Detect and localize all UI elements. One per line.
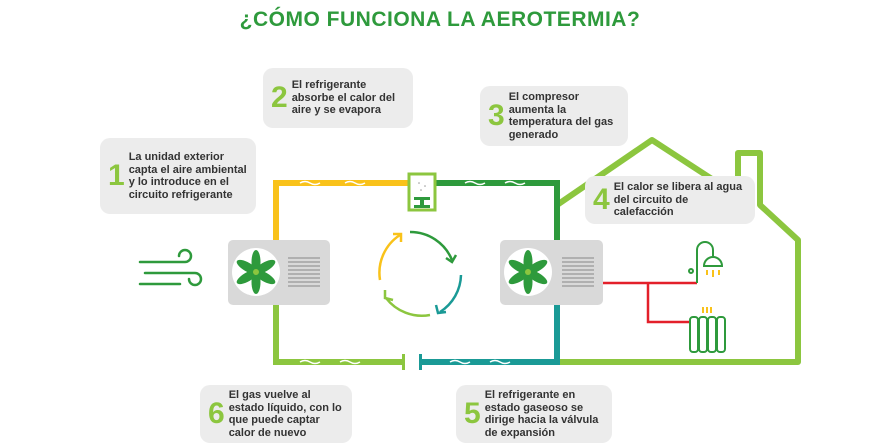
step-number: 4 (593, 183, 610, 216)
step-text: El calor se libera al agua del circuito … (613, 181, 743, 219)
step-5-box: 5 El refrigerante en estado gaseoso se d… (456, 385, 612, 443)
pipe-lime (273, 305, 404, 365)
pipe-green (432, 180, 560, 240)
shower-icon (688, 241, 724, 283)
outdoor-unit (228, 240, 330, 305)
compressor-icon (407, 172, 437, 212)
heating-pipes (603, 281, 697, 324)
step-3-box: 3 El compresor aumenta la temperatura de… (480, 86, 628, 146)
step-text: El refrigerante en estado gaseoso se dir… (484, 389, 599, 439)
step-number: 5 (464, 397, 481, 430)
house-outline (555, 137, 801, 365)
step-text: El refrigerante absorbe el calor del air… (291, 79, 396, 117)
step-4-box: 4 El calor se libera al agua del circuit… (585, 176, 755, 224)
step-text: La unidad exterior capta el aire ambient… (128, 151, 247, 201)
flow-marks (299, 180, 526, 365)
wind-icon (138, 248, 203, 287)
pipe-yellow (273, 180, 412, 240)
indoor-unit (500, 240, 603, 305)
pipe-teal (420, 305, 560, 365)
expansion-valve-icon (402, 354, 422, 370)
step-6-box: 6 El gas vuelve al estado líquido, con l… (200, 385, 352, 443)
step-2-box: 2 El refrigerante absorbe el calor del a… (263, 68, 413, 128)
step-number: 6 (208, 397, 225, 430)
step-number: 1 (108, 159, 125, 192)
step-text: El compresor aumenta la temperatura del … (508, 91, 614, 141)
step-1-box: 1 La unidad exterior capta el aire ambie… (100, 138, 256, 214)
page-title: ¿CÓMO FUNCIONA LA AEROTERMIA? (239, 8, 641, 31)
step-text: El gas vuelve al estado líquido, con lo … (228, 389, 342, 439)
step-number: 2 (271, 81, 288, 114)
radiator-icon (689, 307, 726, 353)
step-number: 3 (488, 99, 505, 132)
cycle-arrows-icon (378, 230, 463, 317)
